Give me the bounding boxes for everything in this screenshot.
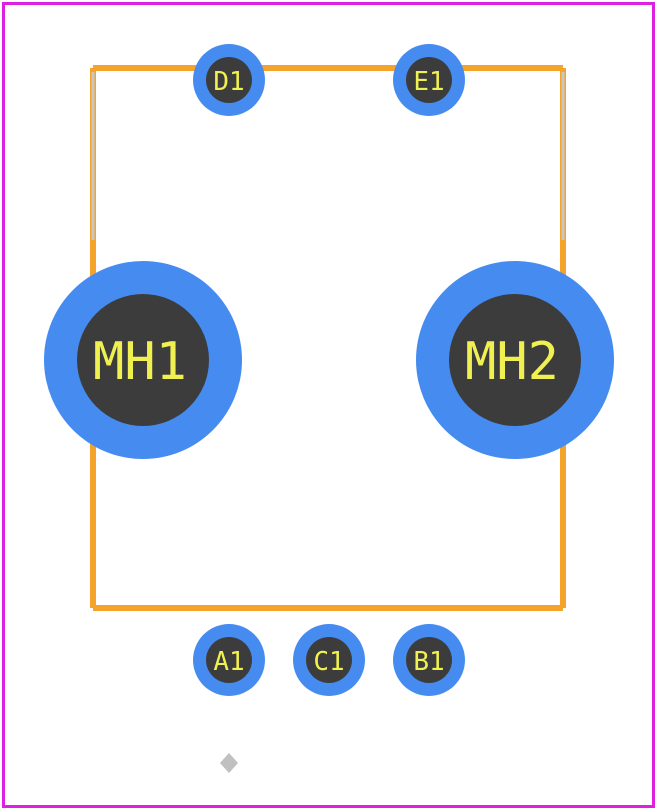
pad-b1-label: B1 (413, 647, 444, 677)
pad-e1[interactable]: E1 (393, 44, 465, 116)
pad-c1-label: C1 (313, 647, 344, 677)
mh1-label: MH1 (93, 332, 187, 392)
pad-a1-label: A1 (213, 647, 244, 677)
origin-marker (220, 753, 238, 773)
pad-d1[interactable]: D1 (193, 44, 265, 116)
pad-e1-label: E1 (413, 67, 444, 97)
pad-e1-hole (406, 57, 452, 103)
pad-c1[interactable]: C1 (293, 624, 365, 696)
mh1-hole (77, 294, 209, 426)
mounting-hole-mh2[interactable]: MH2 (416, 261, 614, 459)
mh2-hole (449, 294, 581, 426)
diamond-icon (220, 753, 238, 773)
pad-b1-hole (406, 637, 452, 683)
pad-a1[interactable]: A1 (193, 624, 265, 696)
pad-a1-hole (206, 637, 252, 683)
mh2-label: MH2 (465, 332, 559, 392)
pad-d1-hole (206, 57, 252, 103)
pad-b1[interactable]: B1 (393, 624, 465, 696)
mounting-hole-mh1[interactable]: MH1 (44, 261, 242, 459)
pad-c1-hole (306, 637, 352, 683)
pad-d1-label: D1 (213, 67, 244, 97)
